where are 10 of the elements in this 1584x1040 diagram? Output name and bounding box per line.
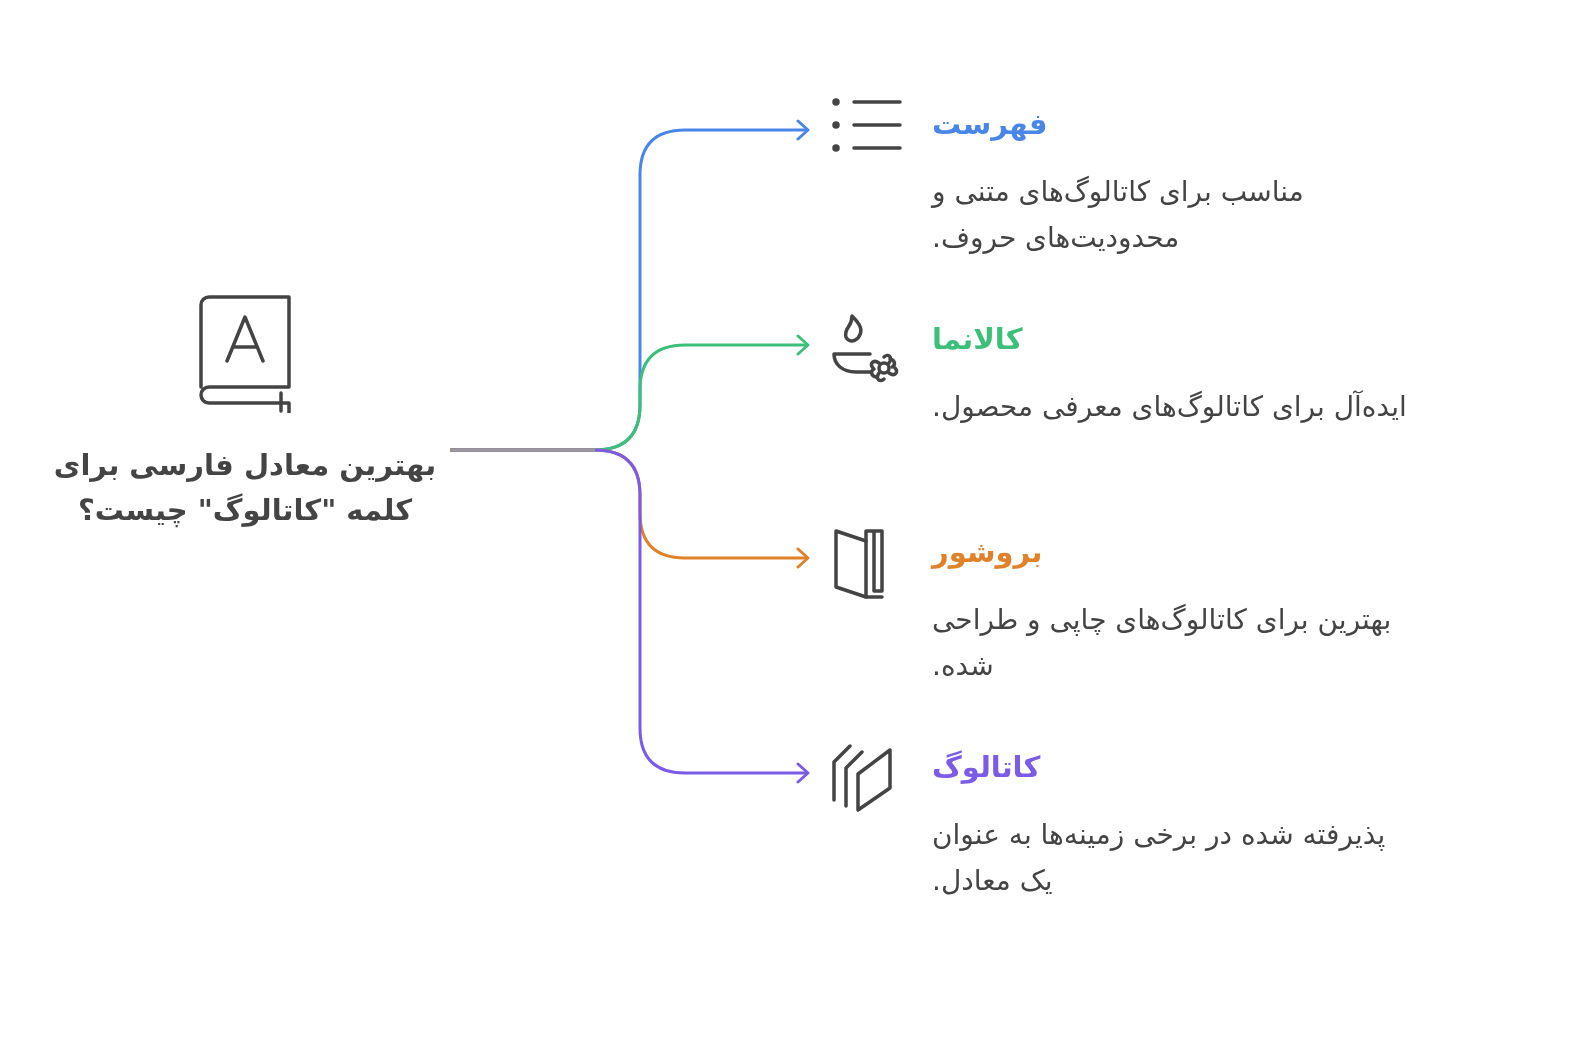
option-description: بهترین برای کاتالوگ‌های چاپی و طراحی شده. — [932, 602, 1393, 685]
option-heading: بروشور — [932, 535, 1043, 569]
connector-trunk — [450, 448, 595, 452]
option-description: مناسب برای کاتالوگ‌های متنی و محدودیت‌های حروف. — [932, 174, 1305, 257]
option-description: پذیرفته شده در برخی زمینه‌ها به عنوان یک معادل. — [932, 817, 1387, 900]
option-heading: کالانما — [932, 322, 1023, 356]
option-description: ایده‌آل برای کاتالوگ‌های معرفی محصول. — [932, 389, 1408, 425]
option-heading: کاتالوگ — [932, 750, 1041, 784]
main-question: بهترین معادل فارسی برای کلمه "کاتالوگ" چیست؟ — [52, 447, 438, 530]
option-heading: فهرست — [932, 107, 1048, 141]
